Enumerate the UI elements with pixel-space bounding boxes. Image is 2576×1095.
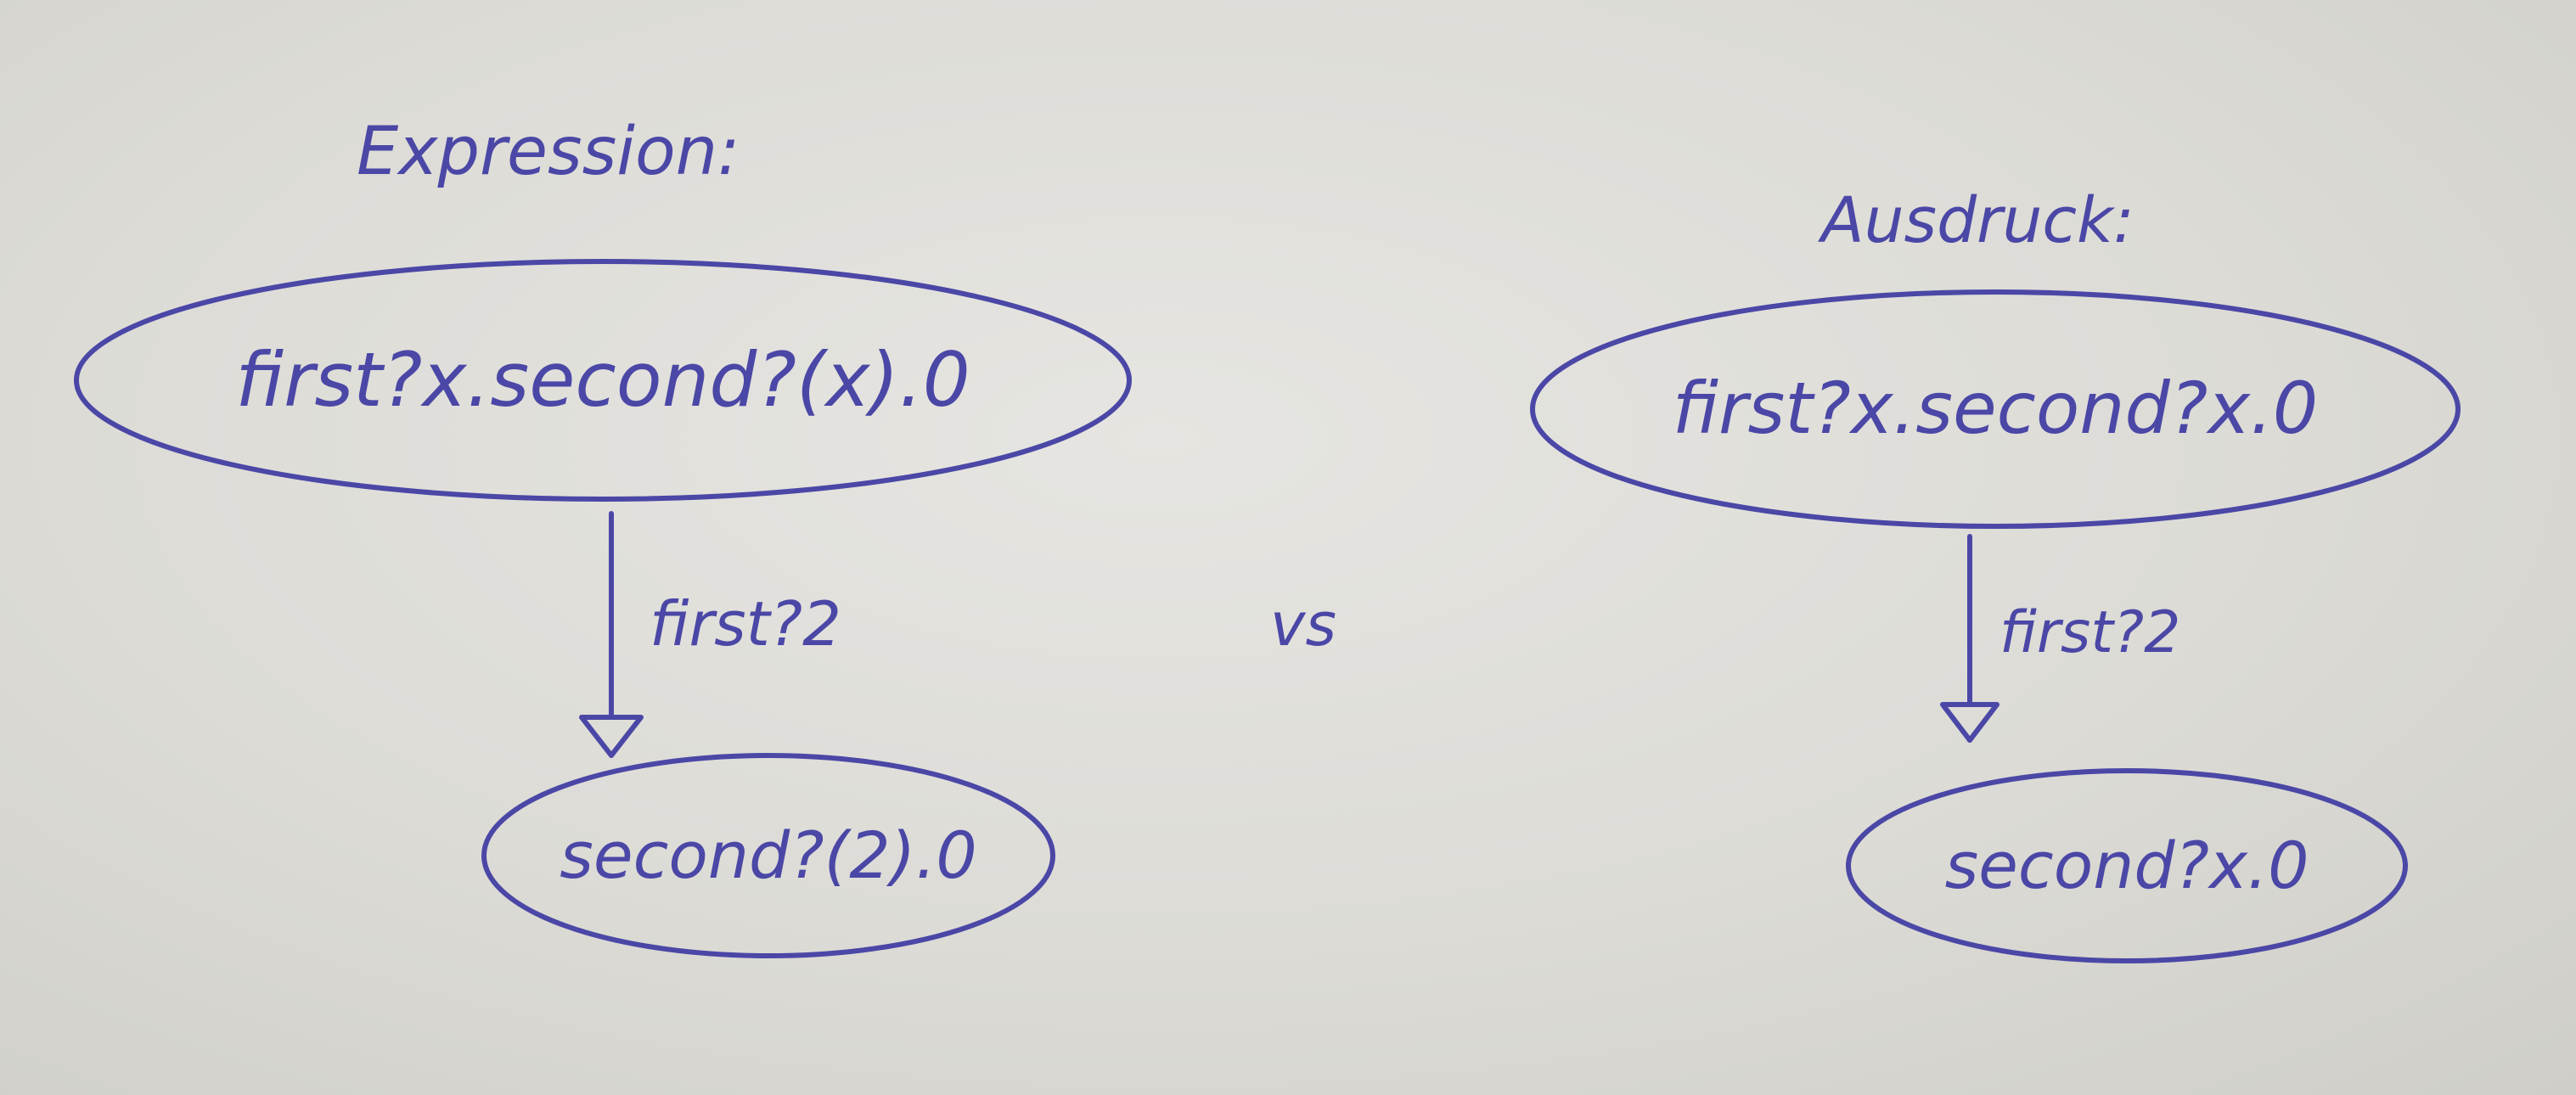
- left-bottom-node-label: second?(2).0: [560, 817, 977, 893]
- right-bottom-node-label: second?x.0: [1945, 828, 2309, 903]
- right-bottom-node-ellipse: [1846, 768, 2408, 963]
- right-top-node-label: first?x.second?x.0: [1673, 367, 2319, 450]
- left-top-node-ellipse: [74, 259, 1132, 502]
- right-heading: Ausdruck:: [1818, 184, 2134, 257]
- right-diagram: Ausdruck: first?x.second?x.0 first?2 sec…: [1530, 184, 2461, 963]
- left-arrowhead: [579, 715, 644, 758]
- left-heading: Expression:: [357, 114, 740, 190]
- versus-label: vs: [1270, 590, 1336, 660]
- right-edge-label: first?2: [1999, 599, 2180, 666]
- left-diagram: Expression: first?x.second?(x).0 first?2…: [74, 114, 1132, 958]
- left-top-node-label: first?x.second?(x).0: [235, 336, 970, 424]
- right-top-node-ellipse: [1530, 289, 2461, 529]
- right-arrowhead: [1940, 702, 1999, 743]
- left-bottom-node-ellipse: [481, 753, 1055, 958]
- left-edge-label: first?2: [650, 588, 841, 660]
